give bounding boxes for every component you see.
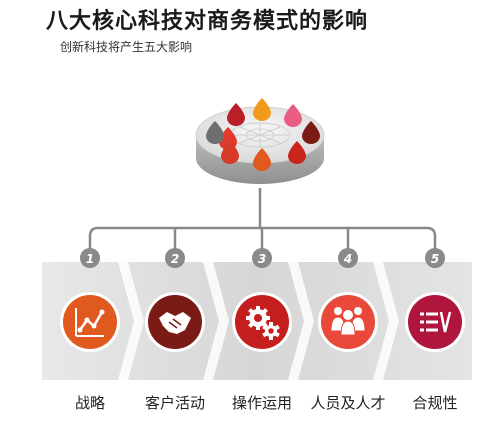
step-label: 操作运用 [231,394,292,412]
step-icon-badge [405,292,465,352]
step-number-marker: 2 [165,248,185,268]
hub-dot [284,104,302,127]
chart-icon [75,308,105,337]
step-label: 客户活动 [144,394,205,412]
hub-dot [253,98,271,121]
step-number: 3 [258,252,266,266]
step-icon-badge [232,292,292,352]
step-number-marker: 5 [425,248,445,268]
step-label: 战略 [74,394,105,412]
connector-lines [88,188,437,258]
hub-dot [253,148,271,171]
hub-dot [227,103,245,126]
handshake-icon [159,312,191,334]
page-title: 八大核心科技对商务模式的影响 [46,9,369,34]
hub-dot [206,121,224,144]
step-label: 合规性 [412,394,458,412]
people-icon [330,307,366,336]
hub-dots [206,98,320,171]
step-number: 4 [343,252,352,266]
checklist-icon [420,311,452,333]
step-number: 1 [86,252,94,266]
gears-icon [246,306,280,340]
step-icon-badge [60,292,120,352]
step-number-marker: 4 [338,248,358,268]
chevron-separator [118,262,144,380]
hub-dot [221,141,239,164]
chevron-separator [288,262,314,380]
step-icon-badge [145,292,205,352]
step-number: 5 [431,252,439,266]
step-number-marker: 1 [80,248,100,268]
step-label: 人员及人才 [310,394,386,412]
step-number: 2 [171,252,179,266]
step-number-marker: 3 [252,248,272,268]
hub-dot [288,141,306,164]
step-icon-badge [318,292,378,352]
hub-dot [302,121,320,144]
chevron-separator [203,262,229,380]
page-subtitle: 创新科技将产生五大影响 [60,40,193,54]
chevron-separator [373,262,399,380]
